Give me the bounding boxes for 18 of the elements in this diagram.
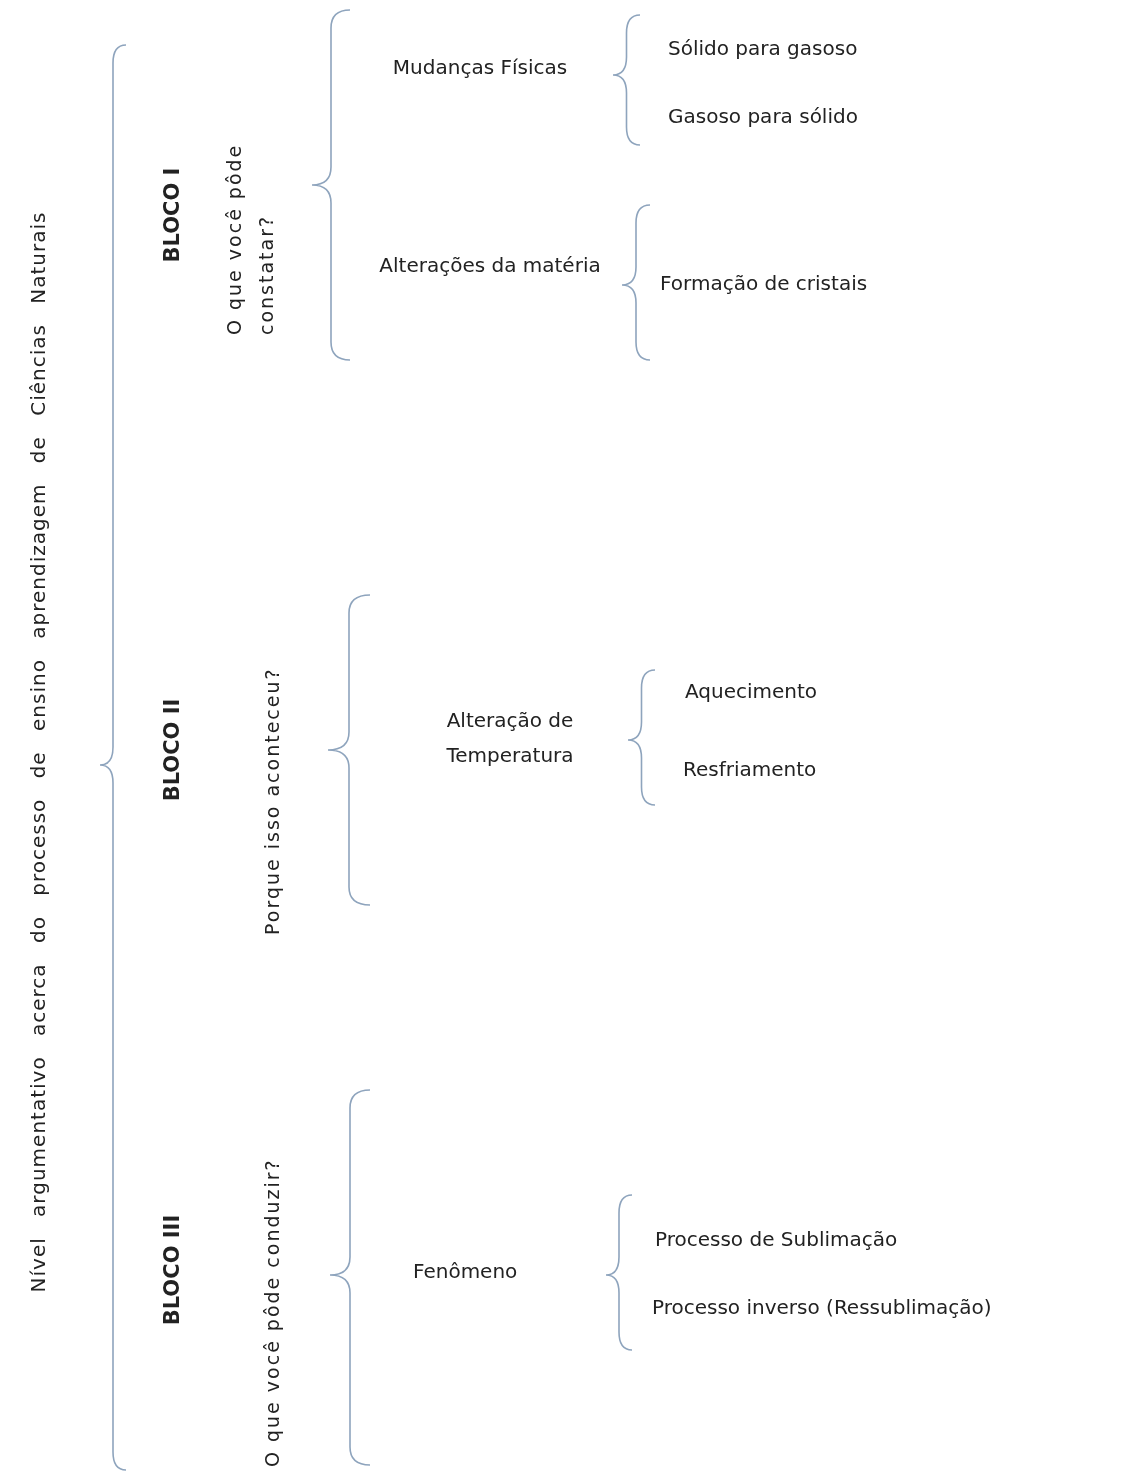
vertical-title: Nível argumentativo acerca do processo de ensino aprendizagem de Ciências Naturais bbox=[25, 210, 51, 1295]
block-question: O que você pôde conduzir? bbox=[260, 1157, 284, 1467]
node-label: Mudanças Físicas bbox=[391, 54, 569, 81]
block-question: Porque isso aconteceu? bbox=[260, 666, 284, 935]
block-question: O que você pôde constatar? bbox=[222, 142, 278, 335]
node-label: Sólido para gasoso bbox=[668, 35, 859, 62]
node-label: Fenômeno bbox=[413, 1258, 519, 1285]
node-label: Processo de Sublimação bbox=[655, 1226, 899, 1253]
node-label: Resfriamento bbox=[683, 756, 818, 783]
node-label: Aquecimento bbox=[685, 678, 819, 705]
block-heading: BLOCO II bbox=[159, 697, 185, 804]
node-label: Processo inverso (Ressublimação) bbox=[652, 1294, 993, 1321]
node-label: Gasoso para sólido bbox=[668, 103, 859, 130]
node-label: Alterações da matéria bbox=[378, 252, 602, 279]
block-heading: BLOCO I bbox=[159, 166, 185, 265]
node-label: Formação de cristais bbox=[660, 270, 869, 297]
node-label: Alteração de Temperatura bbox=[445, 707, 575, 769]
block-heading: BLOCO III bbox=[159, 1213, 185, 1328]
